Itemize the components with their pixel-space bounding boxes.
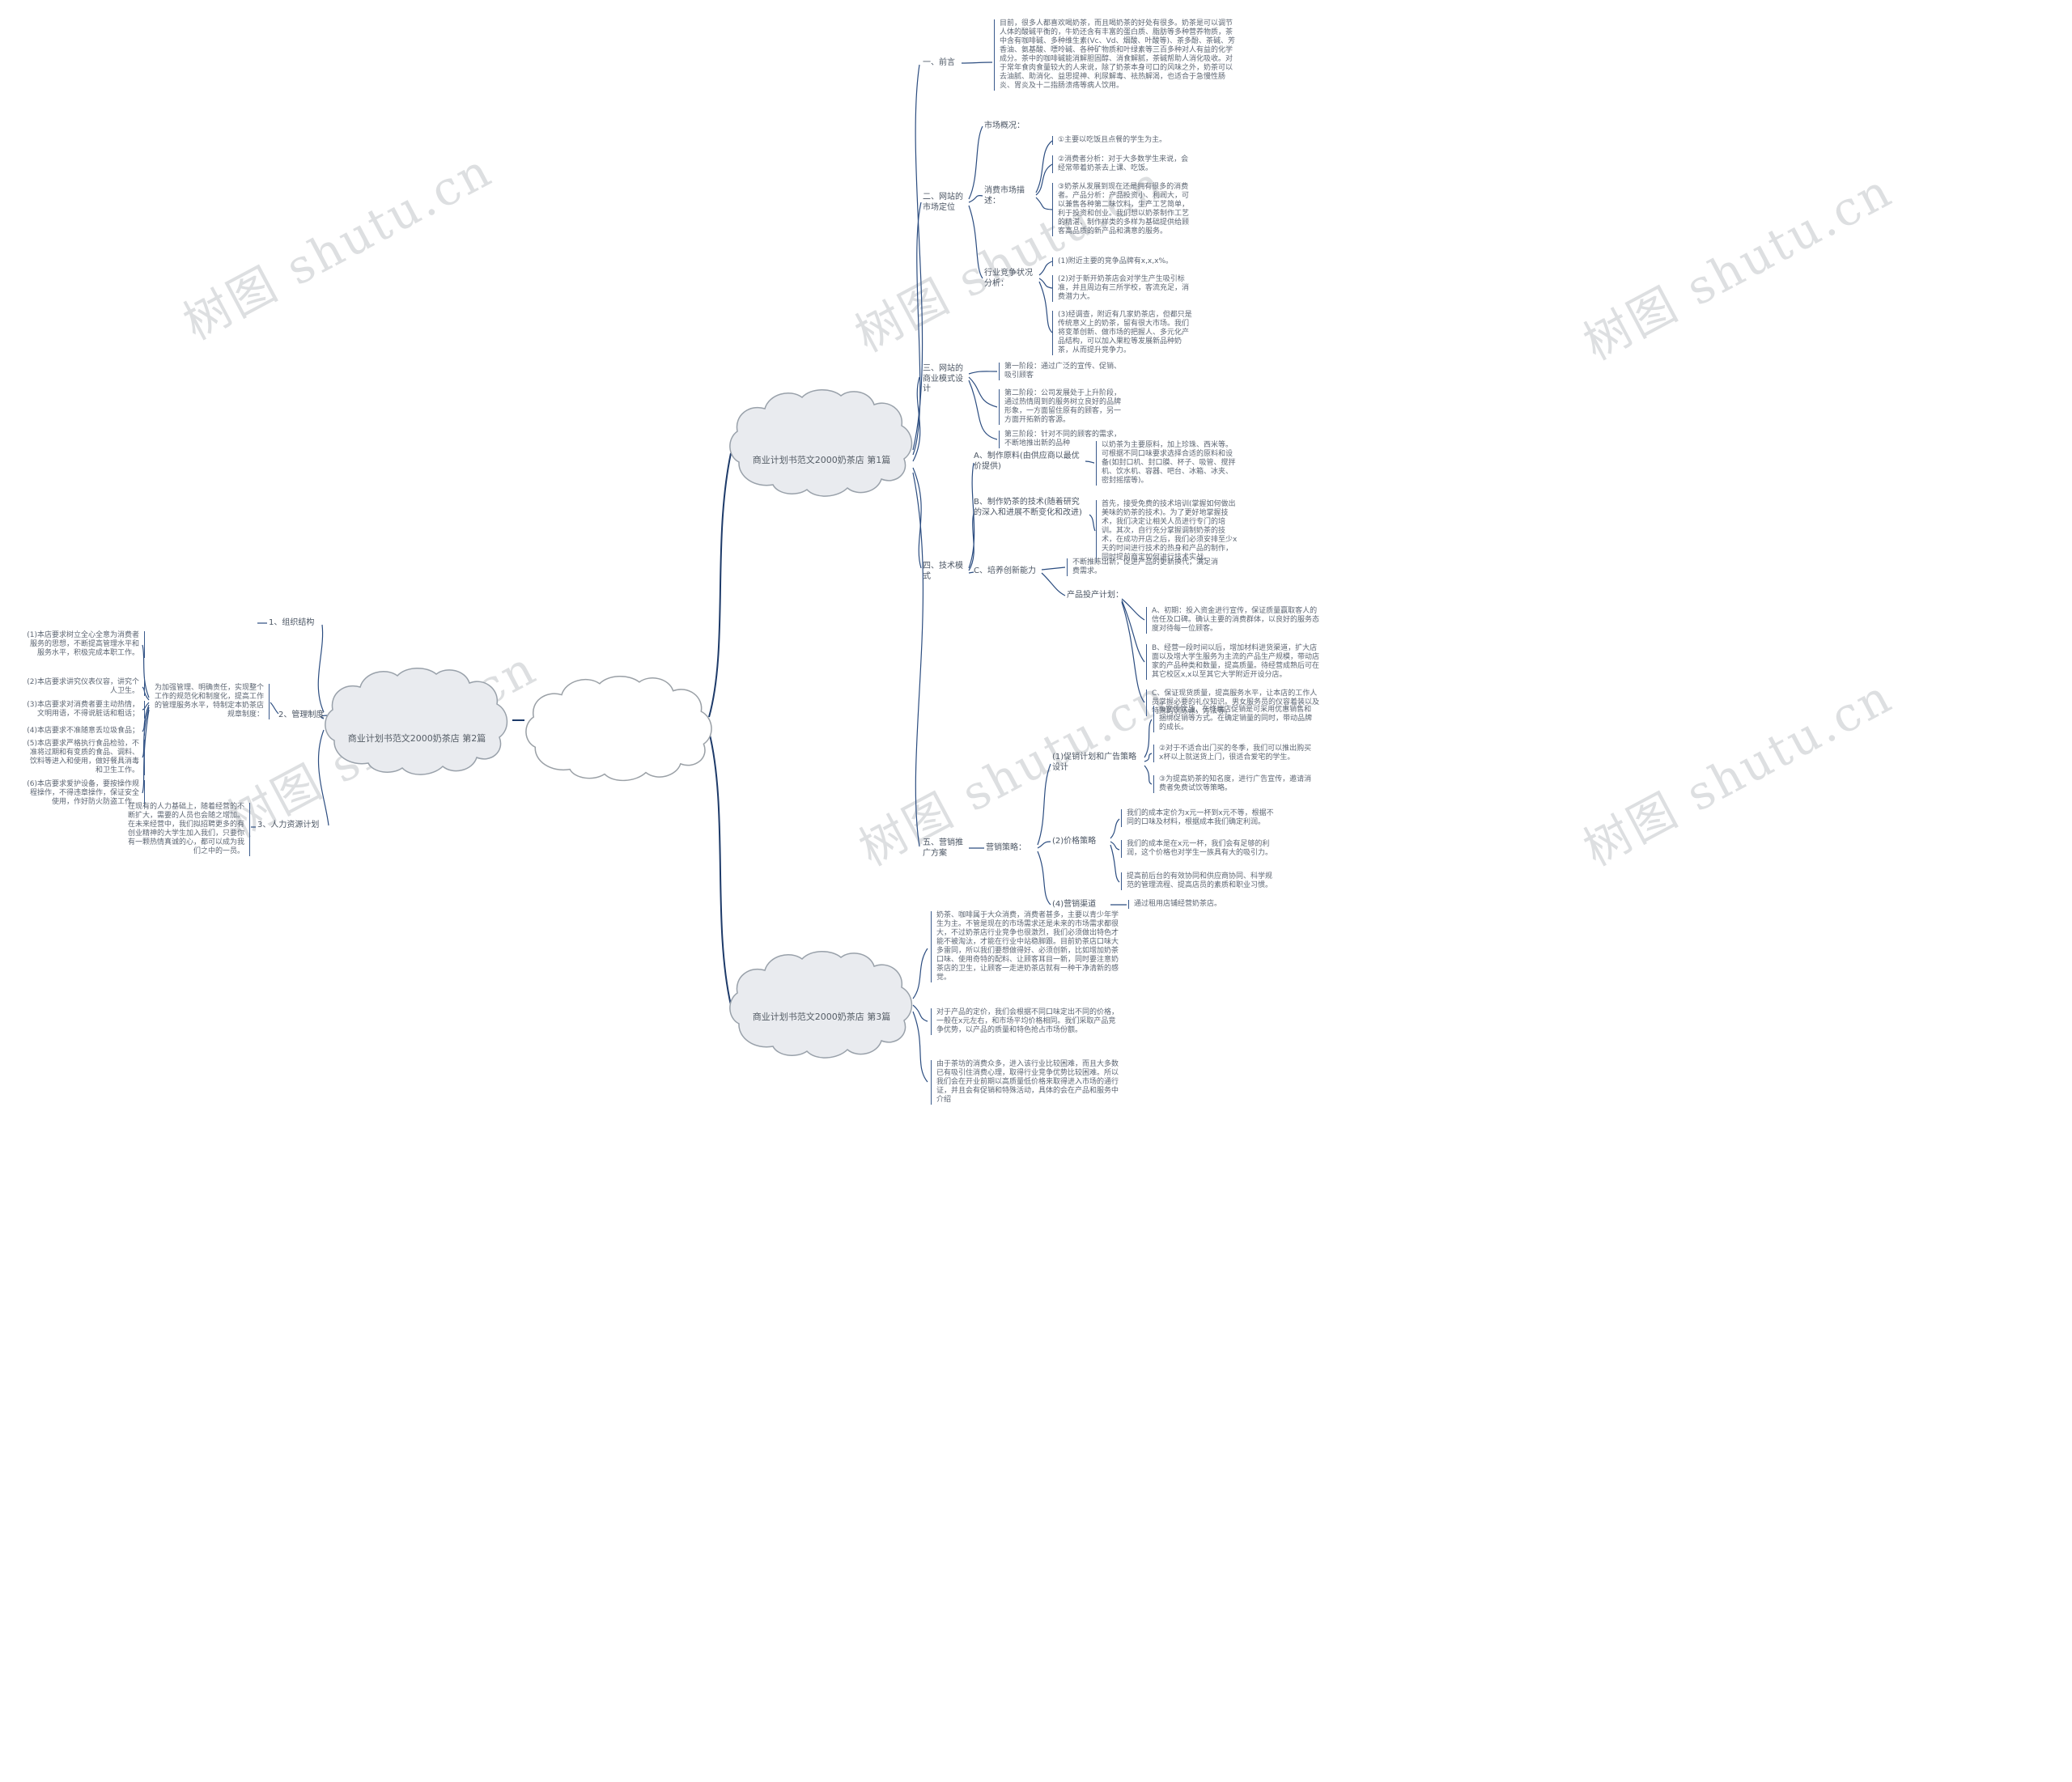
leaf-rule-4[interactable]: (4)本店要求不准随意丢垃圾食品； — [24, 727, 145, 736]
node-market-overview-label[interactable]: 市场概况： — [984, 121, 1025, 130]
leaf-production-plan-b[interactable]: B、经营一段时间以后，增加材料进货渠道，扩大店面以及增大学生服务为主流的产品生产… — [1146, 644, 1322, 680]
cloud-node-part1[interactable] — [729, 388, 913, 497]
leaf-pricing-item-3[interactable]: 提高前后台的有效协同和供应商协同、科学规范的管理流程、提高店员的素质和职业习惯。 — [1121, 872, 1276, 890]
node-raw-materials-label[interactable]: A、制作原料(由供应商以最优价提供) — [974, 452, 1080, 471]
leaf-rule-2[interactable]: (2)本店要求讲究仪表仪容，讲究个人卫生。 — [24, 678, 145, 696]
node-tech-model-label[interactable]: 四、技术模式 — [923, 562, 963, 581]
node-marketing-plan-label[interactable]: 五、营销推广方案 — [923, 838, 963, 858]
leaf-competition-item-3[interactable]: (3)经调查，附近有几家奶茶店，但都只是传统意义上的奶茶，留有很大市场。我们将变… — [1052, 311, 1195, 355]
node-hr-plan-label[interactable]: 3、人力资源计划 — [257, 821, 320, 829]
leaf-promotion-item-1[interactable]: ①宣传饮品，在终端店促销是可采用优惠销售和捆绑促销等方式。在确定销量的同时，带动… — [1153, 706, 1313, 732]
leaf-part3-entry-strategy[interactable]: 由于茶坊的消费众多，进入该行业比较困难，而且大多数已有吸引住消费心理，取得行业竞… — [931, 1060, 1121, 1105]
leaf-part3-market-analysis[interactable]: 奶茶、咖啡属于大众消费，消费者甚多，主要以青少年学生为主。不管是现在的市场需求还… — [931, 911, 1121, 982]
node-tea-technique-label[interactable]: B、制作奶茶的技术(随着研究的深入和进展不断变化和改进) — [974, 498, 1082, 517]
cloud-label-part1[interactable]: 商业计划书范文2000奶茶店 第1篇 — [752, 455, 891, 465]
cloud-node-part3[interactable] — [729, 950, 913, 1059]
leaf-preface-text[interactable]: 目前，很多人都喜欢喝奶茶，而且喝奶茶的好处有很多。奶茶是可以调节人体的酸碱平衡的… — [994, 19, 1236, 91]
leaf-rule-3[interactable]: (3)本店要求对消费者要主动热情，文明用语，不得说脏话和粗话； — [24, 701, 145, 719]
leaf-phase-2[interactable]: 第二阶段：公司发展处于上升阶段，通过热情周到的服务树立良好的品牌形象，一方面留住… — [999, 389, 1126, 425]
leaf-production-plan-a[interactable]: A、初期：投入资金进行宣传，保证质量赢取客人的信任及口碑。确认主要的消费群体，以… — [1146, 607, 1322, 634]
leaf-promotion-item-2[interactable]: ②对于不适合出门买的冬季，我们可以推出购买x杯以上就送货上门，很适合爱宅的学生。 — [1153, 745, 1313, 762]
node-management-label[interactable]: 2、管理制度 — [278, 711, 325, 719]
node-business-model-label[interactable]: 三、网站的商业模式设计 — [923, 364, 963, 393]
node-market-positioning-label[interactable]: 二、网站的市场定位 — [923, 193, 963, 212]
node-marketing-strategy-label[interactable]: 营销策略： — [986, 843, 1026, 852]
cloud-label-part2[interactable]: 商业计划书范文2000奶茶店 第2篇 — [347, 733, 486, 744]
branch-connectors — [142, 62, 1153, 1083]
leaf-tea-technique-text[interactable]: 首先，接受免费的技术培训(掌握如何做出美味的奶茶的技术)。为了更好地掌握技术，我… — [1096, 500, 1239, 562]
leaf-competition-item-2[interactable]: (2)对于新开奶茶店会对学生产生吸引标准，并且周边有三所学校，客流充足，消费潜力… — [1052, 275, 1195, 302]
leaf-pricing-item-1[interactable]: 我们的成本定价为x元一杯到x元不等，根据不同的口味及材料，根据成本我们确定利润。 — [1121, 809, 1276, 827]
leaf-consumer-item-1[interactable]: ①主要以吃饭且点餐的学生为主。 — [1052, 136, 1195, 145]
node-channel-label[interactable]: (4)营销渠道 — [1052, 900, 1097, 909]
node-innovation-label[interactable]: C、培养创新能力 — [974, 566, 1036, 575]
node-competition-label[interactable]: 行业竞争状况分析： — [984, 269, 1033, 288]
leaf-rule-6[interactable]: (6)本店要求爱护设备，要按操作规程操作，不得违章操作，保证安全使用，作好防火防… — [24, 780, 145, 807]
cloud-label-part3[interactable]: 商业计划书范文2000奶茶店 第3篇 — [752, 1012, 891, 1022]
leaf-raw-materials-text[interactable]: 以奶茶为主要原料，加上珍珠、西米等。可根据不同口味要求选择合适的原料和设备(如封… — [1096, 441, 1239, 486]
node-preface-label[interactable]: 一、前言 — [923, 58, 955, 67]
leaf-consumer-item-2[interactable]: ②消费者分析：对于大多数学生来说，会经常带着奶茶去上课、吃饭。 — [1052, 155, 1195, 173]
leaf-pricing-item-2[interactable]: 我们的成本是在x元一杯，我们会有足够的利润，这个价格也对学生一族具有大的吸引力。 — [1121, 840, 1276, 858]
leaf-phase-3[interactable]: 第三阶段：针对不同的顾客的需求，不断地推出新的品种 — [999, 431, 1126, 448]
leaf-competition-item-1[interactable]: (1)附近主要的竞争品牌有x,x,x%。 — [1052, 257, 1195, 266]
node-org-structure-label[interactable]: 1、组织结构 — [269, 618, 315, 627]
trunk-connectors — [512, 452, 732, 1006]
leaf-consumer-item-3[interactable]: ③奶茶从发展到现在还是拥有很多的消费者。产品分析：产品投资小、利润大，可以兼售各… — [1052, 183, 1195, 236]
leaf-rule-1[interactable]: (1)本店要求树立全心全意为消费者服务的思想，不断提高管理水平和服务水平，积极完… — [24, 631, 145, 658]
leaf-innovation-text[interactable]: 不断推陈出新，促进产品的更新换代，满足消费需求。 — [1067, 558, 1218, 576]
leaf-management-intro[interactable]: 为加强管理、明确责任，实现整个工作的规范化和制度化，提高工作的管理服务水平，特制… — [151, 684, 270, 719]
node-production-plan-label[interactable]: 产品投产计划： — [1067, 591, 1123, 600]
leaf-phase-1[interactable]: 第一阶段：通过广泛的宣传、促销、吸引顾客 — [999, 363, 1126, 380]
node-promotion-label[interactable]: (1)促销计划和广告策略设计 — [1052, 753, 1137, 772]
cloud-node-root[interactable] — [525, 675, 712, 782]
leaf-channel-text[interactable]: 通过租用店铺经营奶茶店。 — [1128, 900, 1239, 909]
node-pricing-label[interactable]: (2)价格策略 — [1052, 837, 1097, 846]
cloud-node-part2[interactable] — [325, 667, 508, 775]
leaf-part3-pricing[interactable]: 对于产品的定价，我们会根据不同口味定出不同的价格，一般在x元左右，和市场平均价格… — [931, 1008, 1121, 1035]
leaf-rule-5[interactable]: (5)本店要求严格执行食品检验，不准将过期和有变质的食品、调料、饮料等进入和使用… — [24, 740, 145, 775]
leaf-hr-plan-text[interactable]: 在现有的人力基础上，随着经营的不断扩大，需要的人员也会随之增加。在未来经营中，我… — [123, 803, 250, 856]
leaf-production-plan-c[interactable]: C、保证现货质量，提高服务水平，让本店的工作人员掌握必要的礼仪知识。男女服务员的… — [1146, 689, 1322, 716]
leaf-promotion-item-3[interactable]: ③为提高奶茶的知名度，进行广告宣传，邀请消费者免费试饮等策略。 — [1153, 775, 1313, 793]
node-consumer-market-label[interactable]: 消费市场描述： — [984, 186, 1025, 206]
